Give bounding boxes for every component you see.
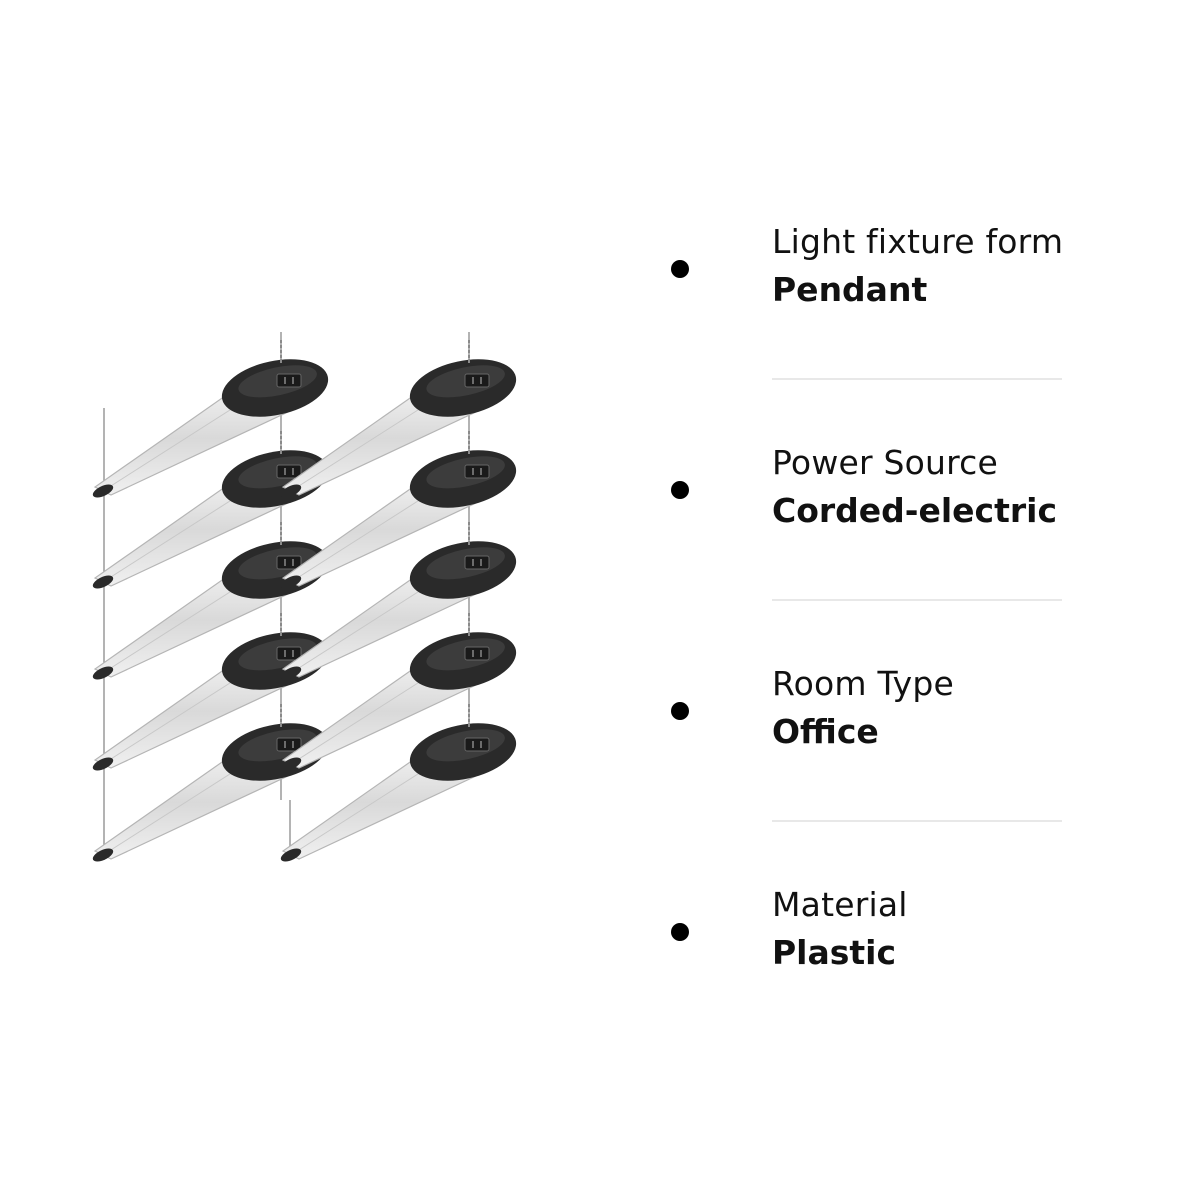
- divider: [772, 378, 1062, 380]
- divider: [772, 820, 1062, 822]
- tube-highlight: [290, 575, 444, 674]
- bullet-icon: [671, 923, 689, 941]
- attribute-row-fixture-form: Light fixture form Pendant: [660, 220, 1080, 441]
- attribute-label: Material: [772, 885, 908, 924]
- pendant-light-fixture: [92, 613, 329, 771]
- end-cap: [92, 484, 114, 498]
- attribute-value: Pendant: [772, 270, 928, 309]
- end-cap: [92, 848, 114, 862]
- attribute-row-power-source: Power Source Corded-electric: [660, 441, 1080, 662]
- bullet-icon: [671, 481, 689, 499]
- product-attributes-list: Light fixture form Pendant Power Source …: [660, 220, 1080, 1104]
- attribute-row-room-type: Room Type Office: [660, 662, 1080, 883]
- attribute-label: Light fixture form: [772, 222, 1064, 261]
- outlet-icon: [276, 464, 302, 479]
- divider: [772, 599, 1062, 601]
- pendant-light-fixture: [280, 613, 517, 771]
- attribute-label: Room Type: [772, 664, 955, 703]
- outlet-icon: [276, 373, 302, 388]
- end-cap: [92, 575, 114, 589]
- tube-highlight: [102, 666, 256, 765]
- pendant-light-fixture: [280, 340, 517, 498]
- end-cap: [92, 666, 114, 680]
- attribute-value: Plastic: [772, 933, 897, 972]
- pendant-light-fixture: [280, 704, 517, 862]
- outlet-icon: [464, 373, 490, 388]
- end-cap: [280, 575, 302, 589]
- end-cap: [280, 757, 302, 771]
- tube-highlight: [102, 757, 256, 856]
- end-cap: [92, 757, 114, 771]
- bullet-icon: [671, 260, 689, 278]
- pendant-light-fixture: [280, 431, 517, 589]
- attribute-label: Power Source: [772, 443, 999, 482]
- outlet-icon: [276, 646, 302, 661]
- attribute-row-material: Material Plastic: [660, 883, 1080, 1104]
- attribute-value: Office: [772, 712, 879, 751]
- tube-highlight: [102, 393, 256, 492]
- outlet-icon: [464, 555, 490, 570]
- bullet-icon: [671, 702, 689, 720]
- outlet-icon: [276, 737, 302, 752]
- end-cap: [280, 666, 302, 680]
- end-cap: [280, 484, 302, 498]
- outlet-icon: [464, 464, 490, 479]
- outlet-icon: [276, 555, 302, 570]
- product-illustration: [92, 332, 517, 862]
- tube-highlight: [102, 484, 256, 583]
- tube-highlight: [290, 393, 444, 492]
- end-cap: [280, 848, 302, 862]
- pendant-light-fixture: [92, 704, 329, 862]
- pendant-light-fixture: [92, 340, 329, 498]
- pendant-light-fixture: [280, 522, 517, 680]
- outlet-icon: [464, 737, 490, 752]
- attribute-value: Corded-electric: [772, 491, 1058, 530]
- tube-highlight: [290, 757, 444, 856]
- tube-highlight: [290, 484, 444, 583]
- outlet-icon: [464, 646, 490, 661]
- tube-highlight: [290, 666, 444, 765]
- tube-highlight: [102, 575, 256, 674]
